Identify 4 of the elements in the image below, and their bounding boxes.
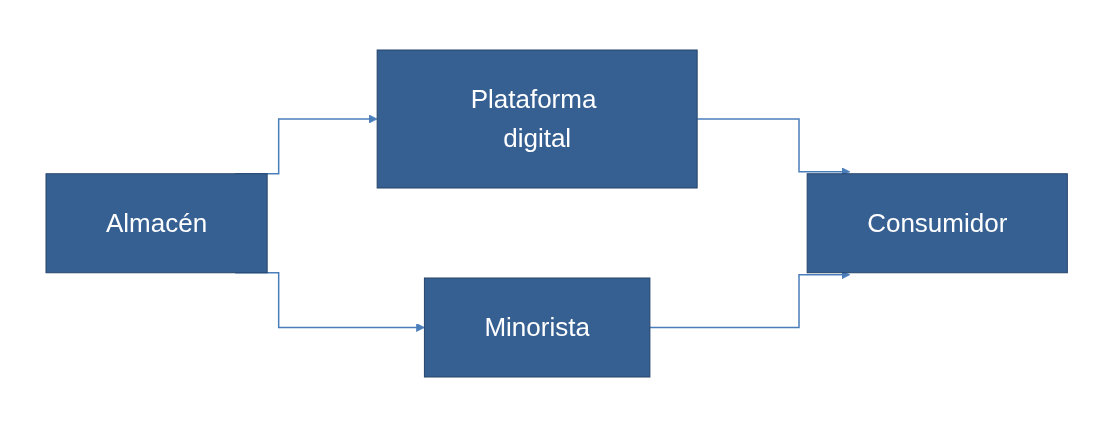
- node-box: Consumidor: [806, 173, 1068, 274]
- node-box: Minorista: [423, 277, 651, 378]
- node-box: Plataforma digital: [376, 49, 698, 189]
- node-box: Almacén: [45, 173, 268, 274]
